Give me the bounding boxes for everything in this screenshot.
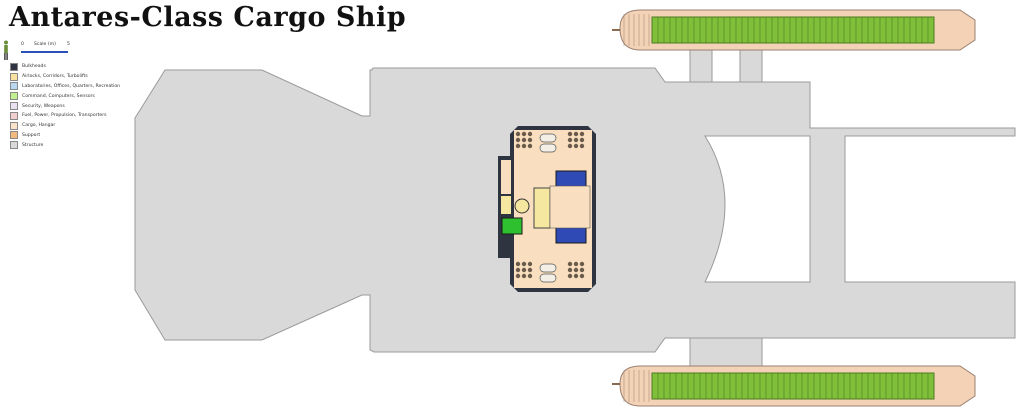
transporter-lower bbox=[555, 226, 587, 244]
legend-item: Airlocks, Corridors, Turbolifts bbox=[10, 72, 120, 82]
legend-item: Security, Weapons bbox=[10, 101, 120, 111]
legend-item: Cargo, Hangar bbox=[10, 121, 120, 131]
cargo-pods bbox=[515, 131, 585, 279]
legend-swatch bbox=[10, 102, 18, 111]
legend-label: Fuel, Power, Propulsion, Transporters bbox=[22, 113, 107, 119]
legend-label: Structure bbox=[22, 142, 44, 148]
legend-label: Command, Computers, Sensors bbox=[22, 93, 95, 99]
legend-item: Fuel, Power, Propulsion, Transporters bbox=[10, 111, 120, 121]
legend-swatch bbox=[10, 131, 18, 140]
legend-label: Airlocks, Corridors, Turbolifts bbox=[22, 74, 88, 80]
legend-item: Structure bbox=[10, 140, 120, 150]
central-module bbox=[498, 126, 596, 292]
scale-bar: 0 Scale (m) 5 bbox=[8, 38, 70, 60]
legend-swatch bbox=[10, 92, 18, 101]
scale-line bbox=[21, 51, 68, 53]
legend: Bulkheads Airlocks, Corridors, Turbolift… bbox=[10, 62, 120, 150]
legend-label: Support bbox=[22, 132, 41, 138]
page-title: Antares-Class Cargo Ship bbox=[9, 2, 407, 33]
legend-label: Security, Weapons bbox=[22, 103, 65, 109]
scale-min: 0 bbox=[21, 42, 24, 47]
transporter-upper bbox=[555, 170, 587, 188]
legend-swatch bbox=[10, 111, 18, 120]
legend-item: Bulkheads bbox=[10, 62, 120, 72]
legend-swatch bbox=[10, 121, 18, 130]
nacelle-ribs bbox=[623, 14, 929, 402]
command-room bbox=[501, 217, 523, 235]
scale-label: Scale (m) bbox=[34, 42, 56, 47]
legend-item: Laboratories, Offices, Quarters, Recreat… bbox=[10, 82, 120, 92]
lower-nacelle bbox=[612, 365, 976, 407]
scale-max: 5 bbox=[67, 42, 70, 47]
legend-label: Laboratories, Offices, Quarters, Recreat… bbox=[22, 83, 121, 89]
corridor bbox=[533, 187, 551, 229]
legend-label: Cargo, Hangar bbox=[22, 123, 56, 129]
legend-swatch bbox=[10, 141, 18, 150]
legend-swatch bbox=[10, 62, 18, 71]
legend-item: Command, Computers, Sensors bbox=[10, 91, 120, 101]
legend-swatch bbox=[10, 72, 18, 81]
legend-item: Support bbox=[10, 131, 120, 141]
upper-nacelle bbox=[612, 9, 976, 51]
turbolift bbox=[514, 198, 530, 214]
human-figure-icon bbox=[4, 40, 8, 60]
legend-swatch bbox=[10, 82, 18, 91]
legend-label: Bulkheads bbox=[22, 64, 46, 70]
